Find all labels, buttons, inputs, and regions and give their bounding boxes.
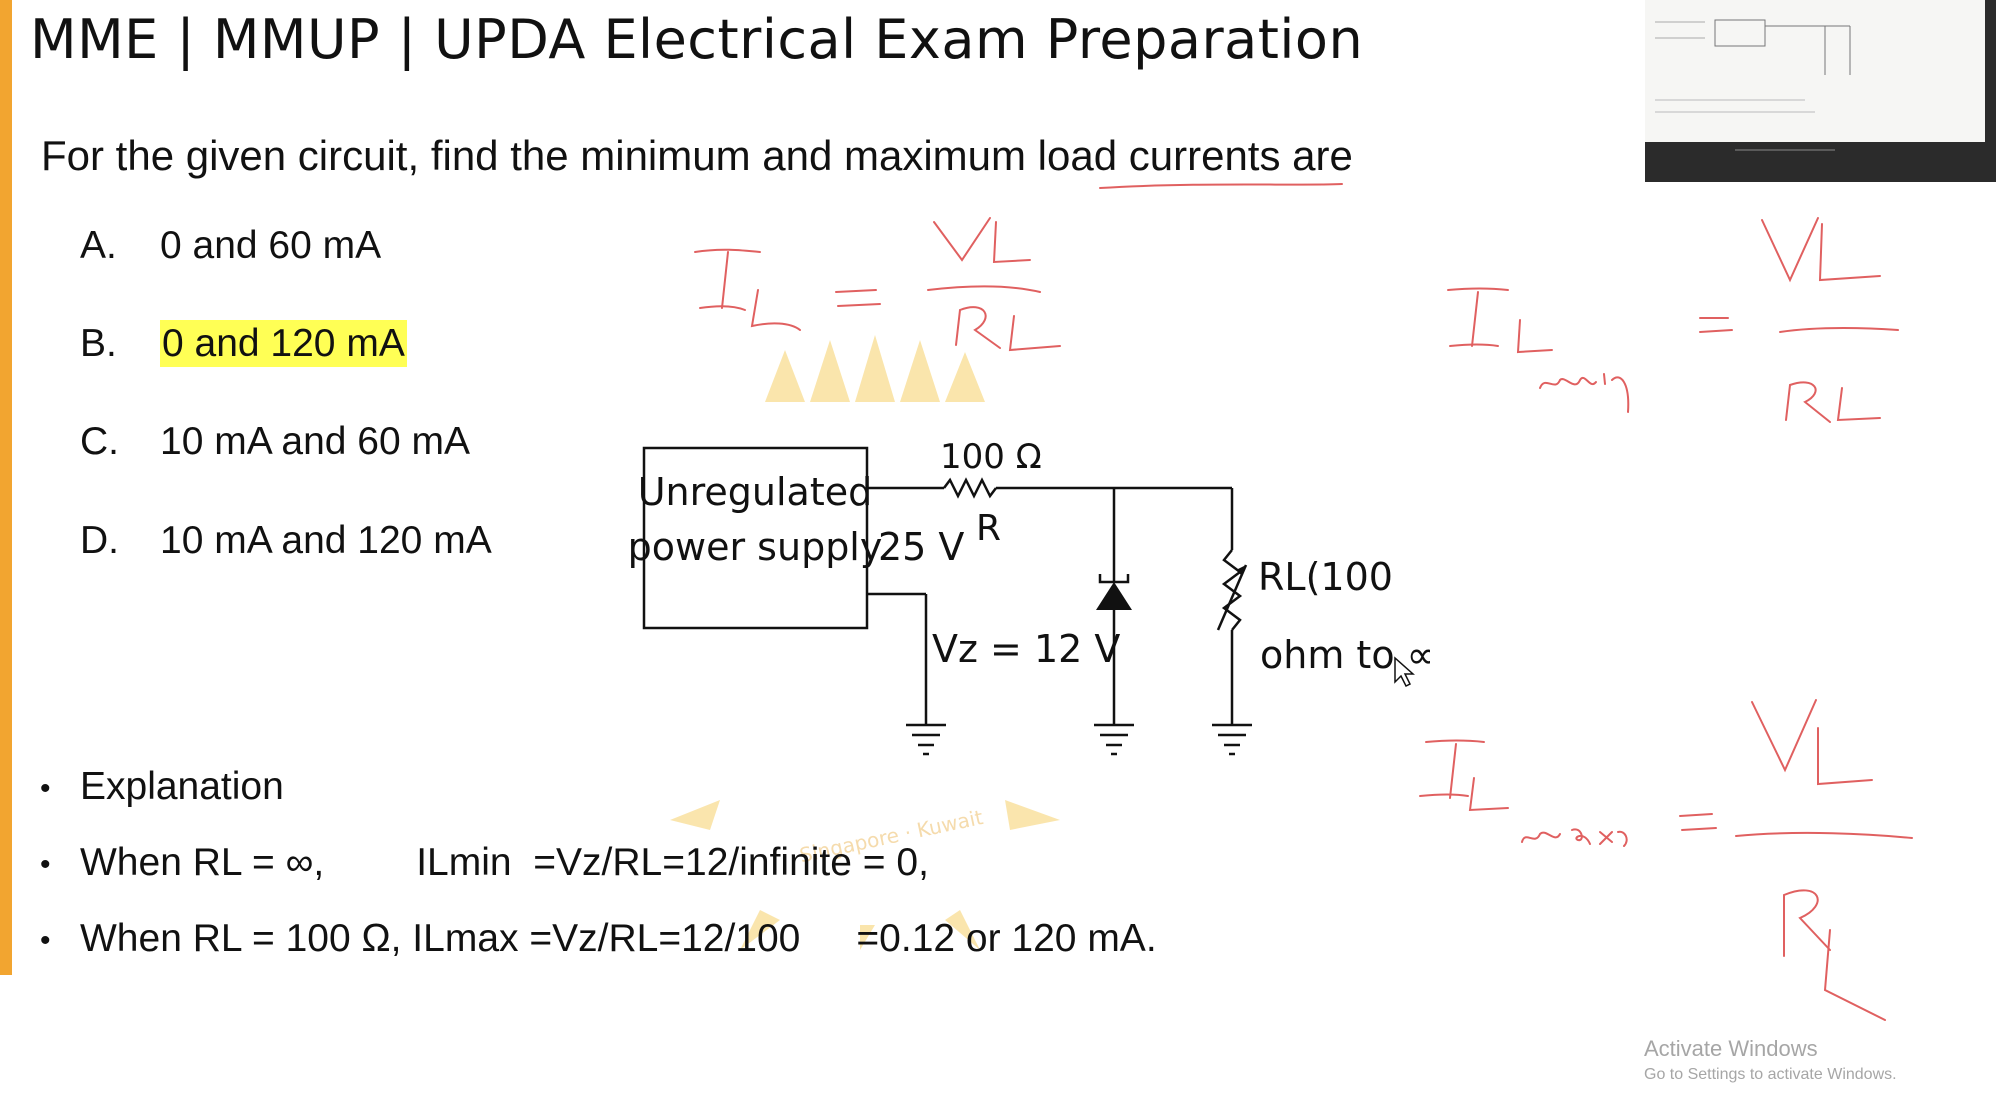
sunburst-rays [670,335,1060,950]
explanation-line-max-a: When RL = 100 Ω, ILmax =Vz/RL=12/100 [80,917,801,960]
activate-windows-subtitle: Go to Settings to activate Windows. [1644,1066,1897,1083]
explanation-line-min-a: When RL = ∞, [80,841,325,884]
ink-il-equals-vl-over-rl [694,217,1061,352]
explanation-line-max-b: =0.12 or 120 mA. [856,917,1157,960]
activate-windows-watermark: Activate Windows Go to Settings to activ… [1644,1036,1897,1084]
bullet-dot: • [40,847,51,881]
circuit-diagram: Unregulated power supply 25 V 100 Ω R Vz… [630,437,1430,756]
explanation-line-min-b: ILmin =Vz/RL=12/infinite = 0, [416,841,929,884]
resistor-r-label: R [976,508,1001,549]
option-a-text: 0 and 60 mA [160,224,382,267]
option-c-letter: C. [80,420,119,463]
option-c: C. 10 mA and 60 mA [80,420,470,464]
supply-label-line2: power supply [630,525,882,569]
bullet-dot: • [40,923,51,957]
load-label-line1: RL(100 [1258,555,1393,599]
explanation-line-min: • When RL = ∞, ILmin =Vz/RL=12/infinite = … [40,841,929,885]
option-a: A. 0 and 60 mA [80,224,381,268]
ground-symbol-3 [1212,723,1252,756]
option-b-letter: B. [80,322,117,365]
option-b: B. 0 and 120 mA [80,320,407,367]
slide-accent-bar [0,0,12,975]
zener-diode [1096,582,1132,610]
video-frame [1645,0,1996,182]
explanation-heading-item: • Explanation [40,765,284,809]
explanation-heading: Explanation [80,765,284,808]
option-a-letter: A. [80,224,117,267]
presenter-video-thumbnail [1645,0,1996,182]
bullet-dot: • [40,771,51,805]
resistor-r [943,477,997,499]
slide-title: MME | MMUP | UPDA Electrical Exam Prepar… [30,8,1364,71]
zener-voltage-label: Vz = 12 V [932,627,1120,671]
explanation-line-max: • When RL = 100 Ω, ILmax =Vz/RL=12/100 =0.… [40,917,1157,961]
option-d-letter: D. [80,519,119,562]
logo-watermark: Singapore · Kuwait [670,335,1060,950]
load-resistor [1221,549,1243,631]
supply-voltage-label: 25 V [878,525,964,569]
ground-symbol-1 [906,723,946,756]
underline-load-currents [1099,183,1343,189]
power-supply-box [642,446,869,630]
ground-symbol-2 [1094,723,1134,756]
option-d: D. 10 mA and 120 mA [80,519,492,563]
mouse-cursor-icon [1394,656,1415,688]
activate-windows-title: Activate Windows [1644,1036,1818,1061]
question-text: For the given circuit, find the minimum … [41,132,1353,179]
ink-il-max-equation [1419,699,1913,1021]
supply-label-line1: Unregulated [638,470,873,514]
option-c-text: 10 mA and 60 mA [160,420,471,463]
option-d-text: 10 mA and 120 mA [160,519,492,562]
ink-il-min-equation [1447,217,1899,423]
resistor-value-label: 100 Ω [940,437,1042,477]
option-b-text: 0 and 120 mA [160,320,407,367]
